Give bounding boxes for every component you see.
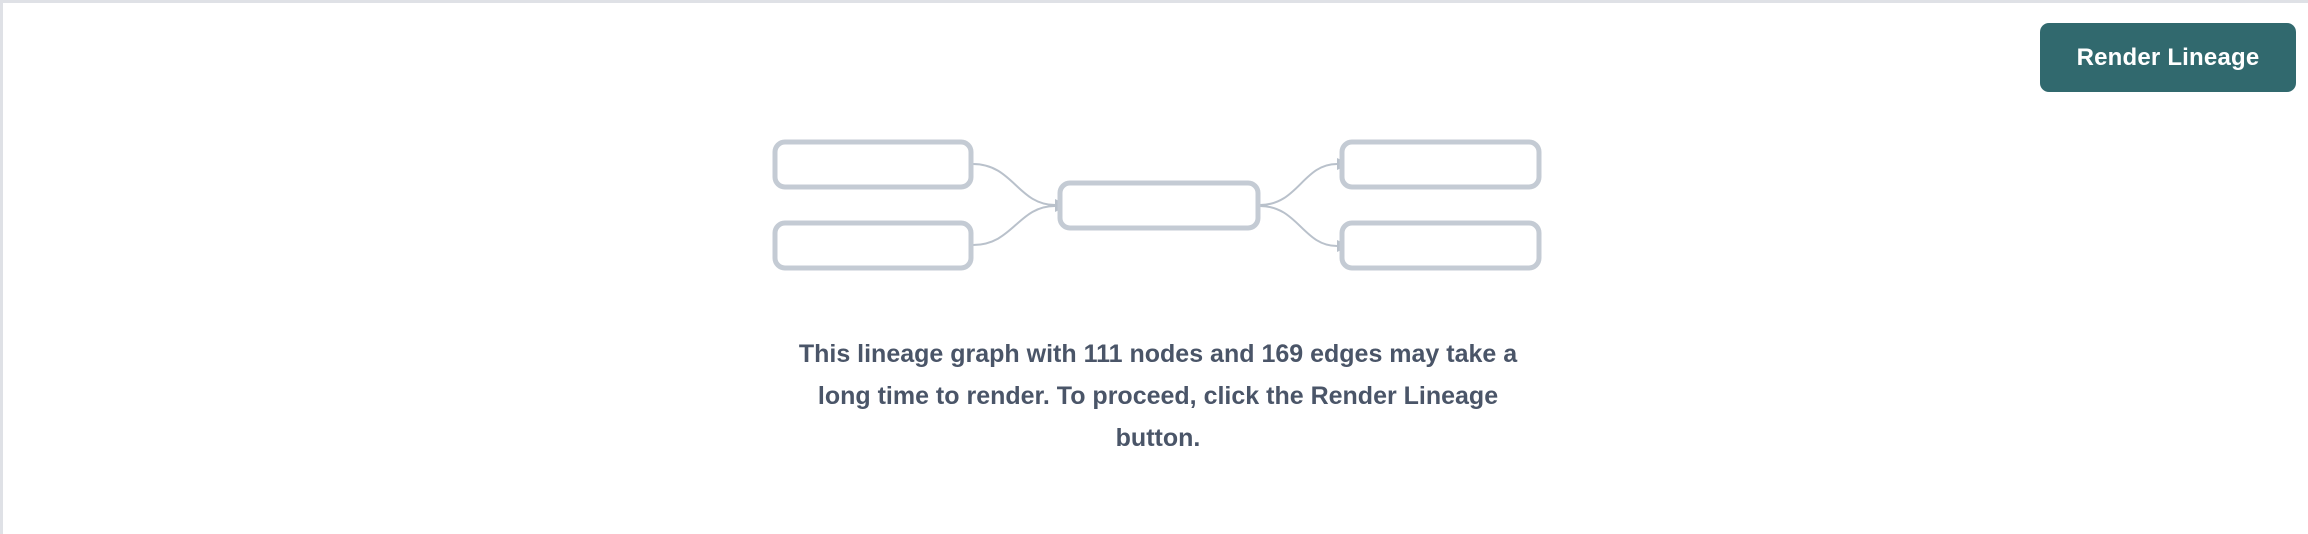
graph-nodes — [772, 139, 1542, 271]
graph-node-left-bottom — [772, 220, 974, 271]
graph-node-center — [1057, 180, 1261, 231]
graph-node-right-bottom — [1339, 220, 1542, 271]
graph-node-right-top — [1339, 139, 1542, 190]
graph-node-left-top — [772, 139, 974, 190]
edge-left-top-to-center — [972, 163, 1056, 206]
lineage-warning-message: This lineage graph with 111 nodes and 16… — [798, 340, 1518, 452]
lineage-graph-placeholder — [763, 128, 1563, 288]
edge-center-to-right-top — [1259, 163, 1338, 206]
render-lineage-button[interactable]: Render Lineage — [2040, 23, 2296, 92]
edge-left-bottom-to-center — [972, 205, 1056, 246]
edge-center-to-right-bottom — [1259, 205, 1338, 247]
